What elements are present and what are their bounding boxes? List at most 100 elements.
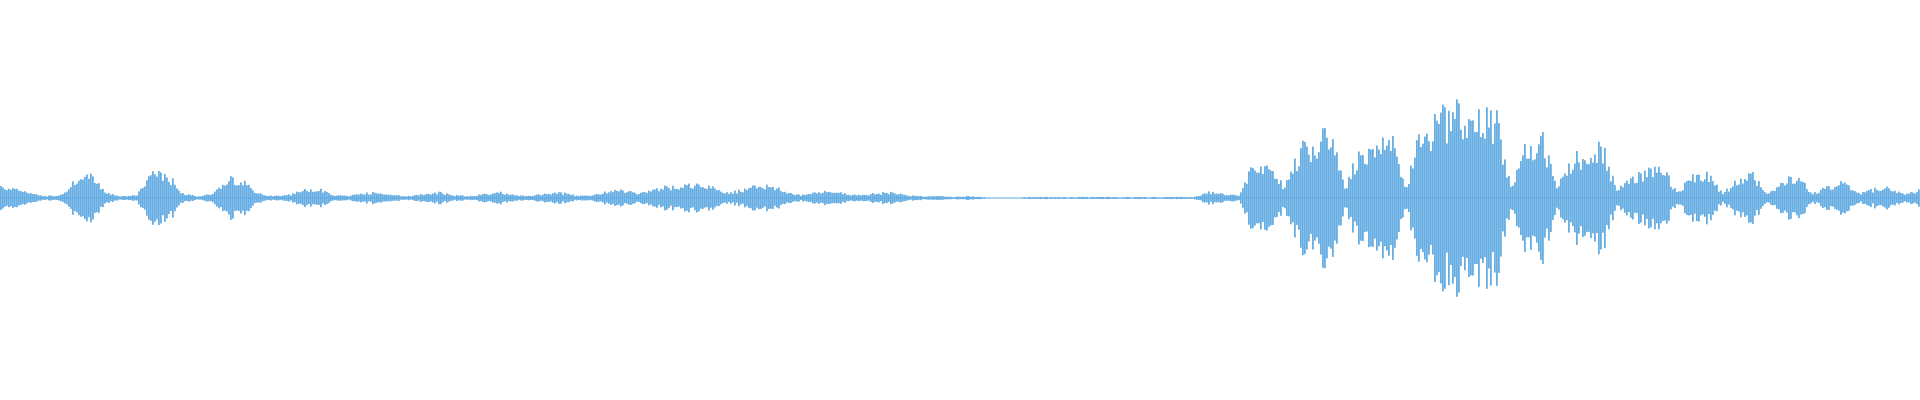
waveform-sample — [234, 185, 236, 211]
waveform-sample — [1388, 140, 1390, 256]
waveform-sample — [188, 194, 190, 202]
waveform-sample — [540, 195, 542, 201]
waveform-sample — [1112, 197, 1114, 199]
waveform-sample — [1390, 151, 1392, 245]
waveform-sample — [648, 190, 650, 206]
waveform-sample — [1282, 189, 1284, 207]
waveform-sample — [1032, 197, 1034, 199]
waveform-sample — [988, 197, 990, 199]
waveform-sample — [1186, 197, 1188, 199]
waveform-sample — [1556, 188, 1558, 208]
waveform-sample — [1598, 141, 1600, 255]
waveform-sample — [1216, 193, 1218, 203]
waveform-sample — [4, 189, 6, 207]
waveform-sample — [832, 192, 834, 204]
waveform-sample — [242, 185, 244, 211]
waveform-sample — [682, 187, 684, 209]
waveform-sample — [176, 188, 178, 208]
waveform-sample — [1590, 157, 1592, 239]
waveform-sample — [314, 191, 316, 205]
waveform-sample — [180, 193, 182, 203]
waveform-sample — [428, 194, 430, 202]
waveform-sample — [308, 191, 310, 205]
waveform-sample — [1512, 185, 1514, 211]
waveform-sample — [1400, 176, 1402, 220]
waveform-sample — [1632, 176, 1634, 220]
waveform-sample — [1704, 179, 1706, 217]
waveform-sample — [1132, 197, 1134, 199]
waveform-sample — [726, 192, 728, 204]
waveform-sample — [1578, 162, 1580, 234]
waveform-sample — [270, 195, 272, 201]
waveform-sample — [322, 192, 324, 204]
waveform-sample — [1752, 172, 1754, 224]
waveform-sample — [320, 188, 322, 208]
waveform-sample — [370, 194, 372, 202]
waveform-sample — [1666, 172, 1668, 224]
waveform-sample — [1090, 197, 1092, 199]
waveform-sample — [70, 187, 72, 209]
waveform-sample — [110, 194, 112, 202]
waveform-sample — [1892, 191, 1894, 205]
waveform-sample — [122, 195, 124, 201]
waveform-sample — [1238, 195, 1240, 201]
waveform-sample — [1244, 182, 1246, 214]
waveform-sample — [746, 190, 748, 206]
waveform-sample — [1070, 197, 1072, 199]
waveform-sample — [978, 196, 980, 200]
waveform-sample — [566, 193, 568, 203]
waveform-sample — [660, 188, 662, 208]
waveform-sample — [326, 191, 328, 205]
waveform-sample — [964, 196, 966, 200]
waveform-sample — [86, 174, 88, 222]
waveform-sample — [1426, 133, 1428, 263]
waveform-sample — [744, 188, 746, 208]
waveform-sample — [1594, 154, 1596, 242]
waveform-sample — [310, 189, 312, 207]
waveform-sample — [406, 196, 408, 200]
waveform-sample — [948, 196, 950, 200]
waveform-sample — [1000, 197, 1002, 199]
waveform-sample — [778, 187, 780, 209]
waveform-sample — [604, 191, 606, 205]
waveform-sample — [970, 196, 972, 200]
waveform-sample — [954, 197, 956, 199]
waveform-sample — [484, 193, 486, 203]
waveform-sample — [80, 179, 82, 217]
waveform-sample — [952, 197, 954, 199]
waveform-sample — [590, 195, 592, 201]
waveform-sample — [462, 195, 464, 201]
waveform-sample — [608, 192, 610, 204]
waveform-sample — [1256, 172, 1258, 224]
waveform-sample — [1196, 196, 1198, 200]
waveform-sample — [1654, 166, 1656, 230]
waveform-sample — [330, 194, 332, 202]
waveform-sample — [1740, 178, 1742, 218]
waveform-sample — [1698, 174, 1700, 222]
waveform-sample — [594, 194, 596, 202]
waveform-sample — [470, 195, 472, 201]
waveform-sample — [1336, 152, 1338, 244]
waveform-sample — [1394, 148, 1396, 248]
waveform-sample — [1056, 197, 1058, 199]
waveform-sample — [1904, 194, 1906, 202]
waveform-sample — [658, 191, 660, 205]
waveform-sample — [1344, 188, 1346, 208]
waveform-sample — [1574, 163, 1576, 233]
waveform-sample — [564, 192, 566, 204]
waveform-sample — [1768, 193, 1770, 203]
waveform-sample — [160, 172, 162, 224]
waveform-sample — [90, 173, 92, 223]
waveform-sample — [1210, 194, 1212, 202]
waveform-sample — [1188, 197, 1190, 199]
waveform-sample — [780, 191, 782, 205]
waveform-sample — [782, 192, 784, 204]
waveform-sample — [1178, 197, 1180, 199]
waveform-sample — [788, 193, 790, 203]
waveform-sample — [1906, 193, 1908, 203]
waveform-sample — [1762, 189, 1764, 207]
waveform-sample — [856, 195, 858, 201]
waveform-sample — [1370, 149, 1372, 247]
